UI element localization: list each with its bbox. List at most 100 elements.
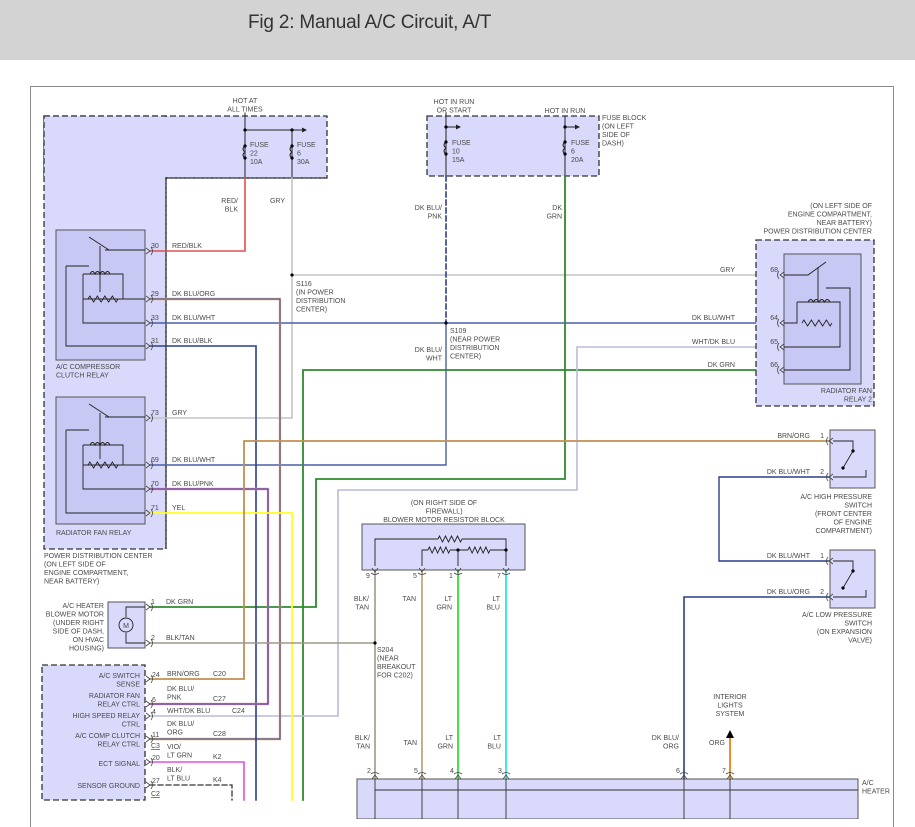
connector-pin [777,365,785,375]
wire-label: DK BLU/ORG [767,589,810,596]
wire-label: TAN [356,605,369,612]
fuse-6-label: 6 [297,151,301,158]
hot-in-run-or-start-label: OR START [437,108,472,115]
relay2-internal [784,261,851,371]
wire-label: LT [445,735,453,742]
fuse-block-label: (ON LEFT [602,124,635,131]
fuse-block-label: DASH) [602,141,624,148]
pcm-signal-label: A/C SWITCH [99,673,140,680]
wire-yel [149,512,293,801]
wire-label: TAN [403,596,416,603]
s109-splice [444,321,448,325]
wire-label: LT BLU [167,776,190,783]
splice-dot [841,466,845,470]
low-pressure-switch-label: SWITCH [844,621,872,628]
wire-label: ORG [167,730,183,737]
hot-at-all-times-label: ALL TIMES [227,107,263,114]
fuse-block-label: SIDE OF [602,132,630,139]
wire-label-dk-grn: GRN [546,214,562,221]
pin-number: 2 [820,589,824,596]
fuse-6-dash-label: 20A [571,157,584,164]
wire-label: GRN [436,605,452,612]
connector-pin [501,567,511,575]
ac-heater-control-box [356,778,859,819]
fuse-10-label: FUSE [452,140,471,147]
ac-heater-control-label: A/C [862,780,874,787]
resistor-symbol [87,295,119,303]
wire-label: WHT/DK BLU [167,708,210,715]
pin-number: 4 [450,768,454,775]
pin-number: 1 [151,599,155,606]
s204-splice [373,641,377,645]
connector-pin [145,508,153,518]
connector-id: K4 [213,777,222,784]
arrow-up-icon [726,730,734,738]
fuse-6-dash [562,136,566,158]
pin-number: 70 [151,481,159,488]
wire-label: BLK/ [354,596,369,603]
low-pressure-switch-label: (ON EXPANSION [817,629,872,636]
high-pressure-switch-label: (FRONT CENTER [815,511,872,518]
wire-red-blk [149,177,246,252]
wire-label: VIO/ [167,744,181,751]
pin-number: 6 [676,768,680,775]
pin-number: 1 [820,433,824,440]
pcm-signal-label: RELAY CTRL [97,742,140,749]
wire-label: BLK/ [355,735,370,742]
pin-number: 24 [152,672,160,679]
fuse-22-label: 10A [250,159,263,166]
wire-label: DK BLU/WHT [172,315,216,322]
blower-motor-label: A/C HEATER [63,603,105,610]
arrow-icon [302,127,307,133]
connector-id-c3: C3 [151,743,160,750]
motor-icon [118,617,134,633]
blower-motor-label: (UNDER RIGHT [53,620,105,627]
connector-pin [145,246,153,256]
pcm-signal-label: A/C COMP CLUTCH [75,733,140,740]
connector-pin [145,638,153,648]
connector-pin [826,556,834,566]
s116-label: (IN POWER [296,290,334,297]
pin-number: 2 [820,469,824,476]
wire-label: DK BLU/WHT [767,553,811,560]
splice-dot [444,125,448,129]
fuse-terminal [290,144,294,148]
connector-pin [453,772,463,780]
wire-label: LT [444,596,452,603]
pin-number: 29 [151,291,159,298]
pdc-location-label: ENGINE COMPARTMENT, [44,570,128,577]
interior-lights-label: SYSTEM [716,711,745,718]
pcm-signal-label: HIGH SPEED RELAY [72,713,140,720]
wire-label: DK BLU/PNK [172,481,214,488]
splice-dot [851,449,855,453]
arrow-icon [575,124,580,130]
resistor-symbol [427,545,451,555]
low-pressure-switch-contacts [833,560,867,598]
connector-pin [370,772,380,780]
wire-label: TAN [357,744,370,751]
interior-lights-label: INTERIOR [713,694,746,701]
wire-label: LT [492,596,500,603]
pin-number: 27 [152,778,160,785]
wire-label: BLU [486,605,500,612]
fuse-terminal [444,140,448,144]
pcm-signal-label: SENSOR GROUND [77,783,140,790]
wire-label: DK BLU/WHT [692,315,736,322]
relay2-label: RADIATOR FAN [821,388,872,395]
blower-motor-wiring [125,606,145,644]
pin-number: 6 [152,697,156,704]
low-pressure-switch-label: A/C LOW PRESSURE [802,612,872,619]
s204-label: BREAKOUT [377,664,416,671]
figure-header: Fig 2: Manual A/C Circuit, A/T [0,0,915,60]
wire-blk-lt-blu [149,784,233,801]
pin-number: 7 [722,768,726,775]
fuse-6-dash-label: 6 [571,149,575,156]
s116-label: DISTRIBUTION [296,298,345,305]
wire-label: DK GRN [708,362,735,369]
wire-label: WHT/DK BLU [692,339,735,346]
s116-label: CENTER) [296,307,327,314]
s204-label: S204 [377,647,393,654]
relay-coil-symbol [89,271,111,276]
wire-label: RED/BLK [172,243,202,250]
connector-pin [145,780,153,790]
